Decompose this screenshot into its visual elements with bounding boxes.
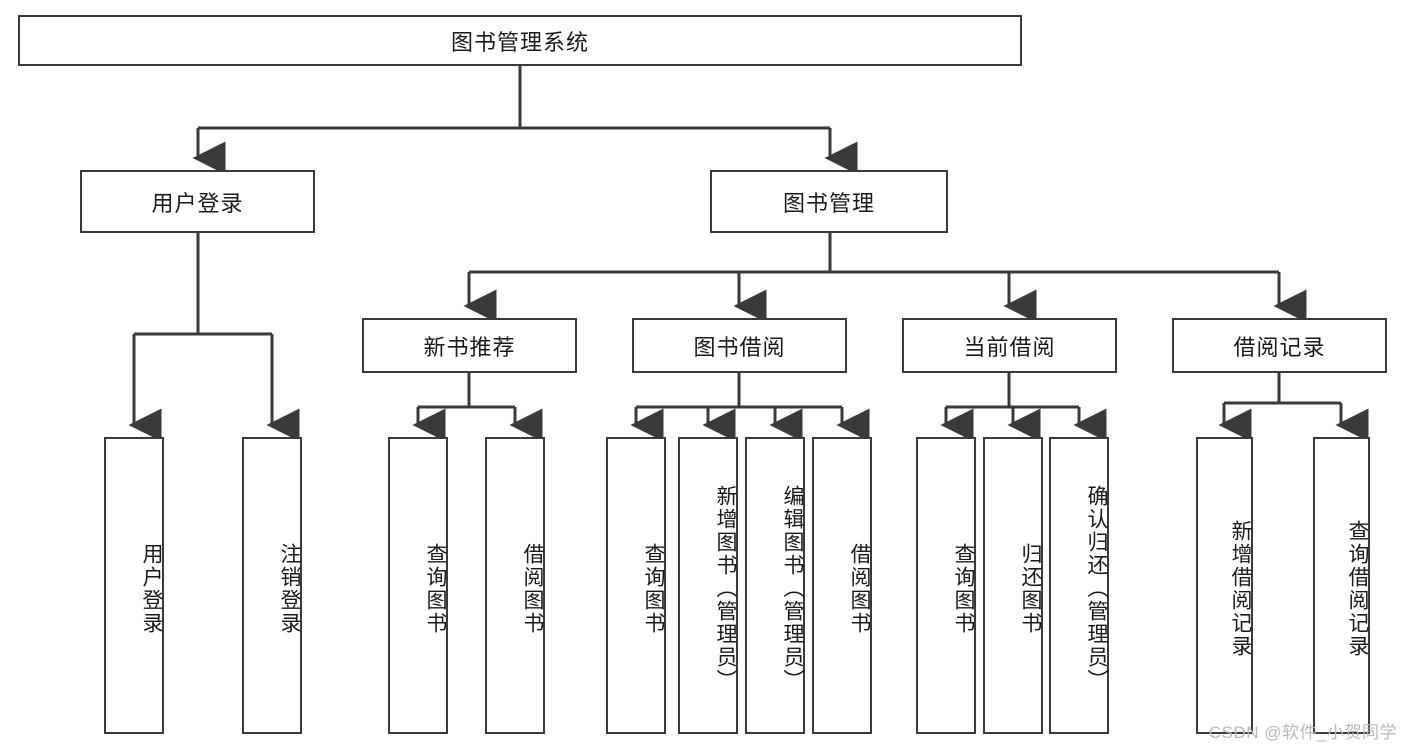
node-current-borrow-label: 当前借阅 [963,334,1056,360]
leaf-borrow-edit-book-label: 编辑图书（管理员） [781,485,804,692]
leaf-records-query-record[interactable]: 查询借阅记录 [1313,437,1370,734]
leaf-current-query-book-label: 查询图书 [952,542,975,635]
leaf-borrow-query-book[interactable]: 查询图书 [606,437,666,734]
node-borrow-records[interactable]: 借阅记录 [1172,318,1387,373]
node-borrow-records-label: 借阅记录 [1233,334,1326,360]
node-new-book-recommend-label: 新书推荐 [423,334,516,360]
leaf-records-add-record-label: 新增借阅记录 [1229,519,1252,658]
leaf-current-confirm-return-label: 确认归还（管理员） [1085,485,1108,692]
node-root-label: 图书管理系统 [450,29,589,55]
leaf-newbook-query-book-label: 查询图书 [424,542,447,635]
node-current-borrow[interactable]: 当前借阅 [902,318,1117,373]
node-book-borrow[interactable]: 图书借阅 [632,318,847,373]
leaf-newbook-borrow-book-label: 借阅图书 [521,542,544,635]
leaf-current-return-book-label: 归还图书 [1019,542,1042,635]
leaf-logout-label: 注销登录 [278,542,301,635]
leaf-user-login[interactable]: 用户登录 [104,437,164,734]
leaf-borrow-borrow-book[interactable]: 借阅图书 [812,437,872,734]
leaf-user-login-label: 用户登录 [140,542,163,635]
leaf-borrow-add-book[interactable]: 新增图书（管理员） [678,437,738,734]
leaf-records-query-record-label: 查询借阅记录 [1346,519,1369,658]
leaf-records-add-record[interactable]: 新增借阅记录 [1196,437,1253,734]
leaf-newbook-query-book[interactable]: 查询图书 [388,437,448,734]
leaf-current-query-book[interactable]: 查询图书 [916,437,976,734]
watermark: CSDN @软件_小贺同学 [1208,723,1397,742]
leaf-borrow-edit-book[interactable]: 编辑图书（管理员） [745,437,805,734]
node-book-management-label: 图书管理 [782,190,875,216]
node-user-login-label: 用户登录 [151,190,244,216]
leaf-borrow-query-book-label: 查询图书 [642,542,665,635]
node-root[interactable]: 图书管理系统 [18,15,1022,66]
leaf-borrow-add-book-label: 新增图书（管理员） [714,485,737,692]
leaf-current-confirm-return[interactable]: 确认归还（管理员） [1049,437,1109,734]
leaf-logout[interactable]: 注销登录 [242,437,302,734]
node-user-login[interactable]: 用户登录 [80,170,315,233]
leaf-borrow-borrow-book-label: 借阅图书 [848,542,871,635]
node-book-borrow-label: 图书借阅 [693,334,786,360]
node-new-book-recommend[interactable]: 新书推荐 [362,318,577,373]
node-book-management[interactable]: 图书管理 [710,170,948,233]
leaf-current-return-book[interactable]: 归还图书 [983,437,1043,734]
leaf-newbook-borrow-book[interactable]: 借阅图书 [485,437,545,734]
